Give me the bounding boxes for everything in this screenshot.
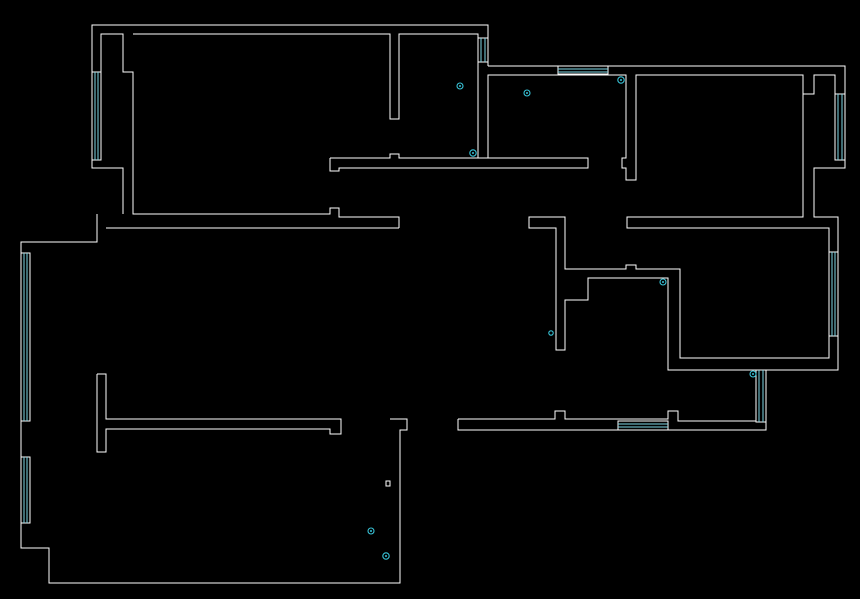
pipe-fixture-icon xyxy=(548,330,554,336)
interior-t-wall xyxy=(96,373,342,453)
window-left-lower xyxy=(20,456,31,524)
upper-left-outer-wall xyxy=(91,24,489,214)
window-bottom-right xyxy=(617,420,669,431)
pipe-fixture-icon xyxy=(659,278,667,286)
window-right-upper xyxy=(834,93,846,161)
window-top-middle xyxy=(557,65,609,75)
upper-middle-outer-wall xyxy=(487,65,846,371)
upper-corridor-wall xyxy=(329,153,589,172)
upper-left-rooms xyxy=(91,24,589,228)
fixtures xyxy=(367,76,757,560)
right-room-corner-wall xyxy=(803,74,836,160)
pipe-fixture-icon xyxy=(749,370,757,378)
window-right-lower xyxy=(755,369,767,423)
upper-middle-room xyxy=(487,65,846,371)
lower-corridor-wall xyxy=(457,369,767,431)
window-left-upper xyxy=(91,71,102,161)
pipe-fixture-icon xyxy=(382,552,390,560)
pipe-fixture-icon xyxy=(523,89,531,97)
upper-room-divider-wall xyxy=(133,33,479,158)
pipe-fixture-icon xyxy=(367,527,375,535)
window-top-small xyxy=(477,37,489,63)
pipe-fixture-icon xyxy=(617,76,625,84)
pipe-fixture-icon xyxy=(456,82,464,90)
window-left-long xyxy=(20,252,31,422)
lower-left-outer-wall xyxy=(20,214,408,584)
window-right-middle xyxy=(828,251,839,337)
pipe-fixture-icon xyxy=(469,149,477,157)
wall-outlet-icon xyxy=(385,480,391,487)
windows xyxy=(20,37,846,524)
left-room-inner-wall xyxy=(100,33,400,228)
